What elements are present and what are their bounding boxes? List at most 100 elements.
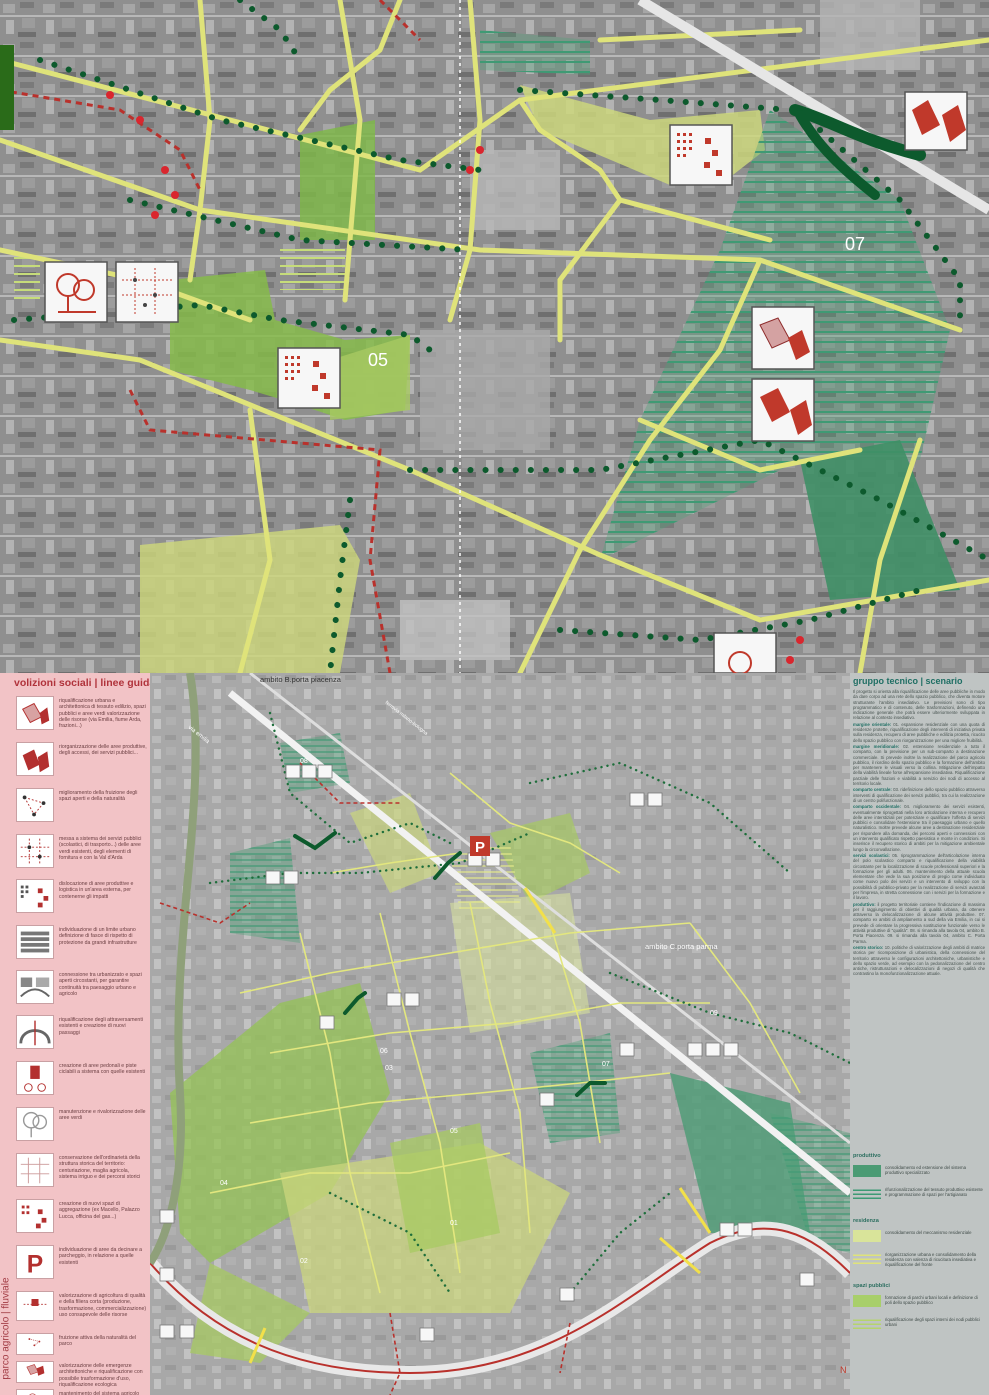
svg-text:P: P bbox=[27, 1251, 43, 1278]
legend-swatch-text: formazione di parchi urbani locali e def… bbox=[885, 1295, 978, 1306]
svg-text:P: P bbox=[475, 839, 485, 856]
legend-swatch bbox=[853, 1230, 881, 1242]
zone-label: 08 bbox=[300, 758, 308, 765]
agri-system-icon bbox=[16, 1389, 54, 1395]
pedestrian-cycle-icon bbox=[16, 1061, 54, 1095]
main-plan-map: P ambito B.porta piacenza ambito C.porta… bbox=[150, 673, 850, 1395]
scenario-legend-block: residenza consolidamento del meccanismo r… bbox=[853, 1218, 987, 1278]
legend-item-text: riqualificazione degli attraversamenti e… bbox=[59, 1017, 143, 1036]
map-icon-tree bbox=[713, 632, 777, 673]
zone-label: 05 bbox=[450, 1128, 458, 1135]
facade-panels-icon bbox=[16, 696, 54, 730]
scenario-legend-category: residenza bbox=[853, 1218, 879, 1224]
scenario-section: produttivo: il progetto territoriale con… bbox=[853, 902, 985, 944]
legend-swatch bbox=[853, 1187, 881, 1199]
scenario-section: margine orientale: 01. espansione reside… bbox=[853, 722, 985, 743]
network-nodes-icon bbox=[16, 788, 54, 822]
urban-rural-link-icon bbox=[16, 970, 54, 1004]
scenario-title: gruppo tecnico | scenario bbox=[853, 676, 963, 686]
map-icon-facade-panels bbox=[751, 306, 815, 370]
scenario-text: Il progetto si orienta alla riqualificaz… bbox=[853, 689, 985, 977]
heritage-architecture-icon bbox=[16, 1361, 54, 1383]
scenario-intro: Il progetto si orienta alla riqualificaz… bbox=[853, 689, 985, 721]
scenario-section: margine meridionale: 02. estensione resi… bbox=[853, 744, 985, 786]
legend-item-text: riorganizzazione delle aree produttive, … bbox=[59, 744, 147, 757]
zone-label: 04 bbox=[220, 1180, 228, 1187]
parking-marker: P bbox=[470, 836, 490, 856]
map-icon-hatched-panels bbox=[751, 378, 815, 442]
legend-item-text: messa a sistema dei servizi pubblici (sc… bbox=[59, 836, 142, 861]
scenario-section: comparto occidentale: 04. miglioramento … bbox=[853, 804, 985, 852]
legend-swatch-text: consolidamento del meccanismo residenzia… bbox=[885, 1230, 972, 1235]
legend-swatch-text: riqualificazione degli spazi interni dei… bbox=[885, 1317, 980, 1328]
scenario-section-text: 10. politiche di valorizzazione degli am… bbox=[853, 944, 985, 977]
legend-item-text: dislocazione di aree produttive e logist… bbox=[59, 881, 134, 900]
zone-label: 06 bbox=[380, 1048, 388, 1055]
scenario-legend-block: spazi pubblici formazione di parchi urban… bbox=[853, 1283, 987, 1343]
side-label: parco agricolo | fluviale bbox=[0, 1265, 14, 1395]
zone-label: 09 bbox=[710, 1010, 718, 1017]
underpass-arch-icon bbox=[16, 1015, 54, 1049]
zone-label: 03 bbox=[385, 1065, 393, 1072]
scenario-section-text: 03. ridefinizione dello spazio pubblico … bbox=[853, 787, 986, 803]
scenario-legend-category: produttivo bbox=[853, 1153, 881, 1159]
scenario-section: centro storico: 10. politiche di valoriz… bbox=[853, 945, 985, 977]
legend-swatch bbox=[853, 1252, 881, 1264]
scenario-panel: gruppo tecnico | scenario Il progetto si… bbox=[850, 673, 989, 1395]
top-aerial-map: 05 07 bbox=[0, 0, 989, 673]
scenario-section-title: centro storico: bbox=[853, 944, 884, 950]
legend-swatch bbox=[853, 1317, 881, 1329]
scenario-section: servizi scolastici: 05. riprogrammazione… bbox=[853, 853, 985, 901]
scenario-section-title: produttivo: bbox=[853, 901, 876, 907]
legend-item-text: manutenzione e rivalorizzazione delle ar… bbox=[59, 1109, 146, 1122]
legend-item-text: individuazione di un limite urbano defin… bbox=[59, 927, 137, 946]
map-icon-relocation bbox=[277, 347, 341, 409]
zone-label-07: 07 bbox=[845, 234, 865, 254]
legend-swatch-text: consolidamento ed estensione del sistema… bbox=[885, 1165, 966, 1176]
legend-swatch bbox=[853, 1295, 881, 1307]
label-ambito-b: ambito B.porta piacenza bbox=[260, 675, 342, 684]
legend-item-text: individuazione di aree da decinare a par… bbox=[59, 1247, 143, 1266]
legend-item-text: creazione di aree pedonali e piste cicla… bbox=[59, 1063, 145, 1076]
legend-item-text: valorizzazione di agricoltura di qualità… bbox=[59, 1293, 147, 1318]
relocation-squares-icon bbox=[16, 879, 54, 913]
zone-label: 07 bbox=[602, 1061, 610, 1068]
scenario-legend-block: produttivo consolidamento ed estensione d… bbox=[853, 1153, 987, 1213]
scenario-section-title: margine meridionale: bbox=[853, 743, 900, 749]
natural-river-icon bbox=[16, 1333, 54, 1355]
scenario-section-text: 04. miglioramento dei servizi esistenti,… bbox=[853, 804, 986, 852]
guidelines-legend: volizioni sociali | linee guida riqualif… bbox=[0, 673, 150, 1395]
zone-label: 01 bbox=[450, 1220, 458, 1227]
scenario-section-text: 01. espansione residenziale con una quot… bbox=[853, 721, 985, 743]
scenario-section-title: margine orientale: bbox=[853, 721, 892, 727]
rural-grid-icon bbox=[16, 1153, 54, 1187]
boundary-buffer-icon bbox=[16, 925, 54, 959]
hatched-panels-icon bbox=[16, 742, 54, 776]
meeting-places-icon bbox=[16, 1199, 54, 1233]
farm-chain-icon bbox=[16, 1291, 54, 1321]
scenario-section-text: 02. estensione residenziale a tutto il c… bbox=[853, 743, 985, 787]
legend-item-text: fruizione attiva della naturalità del pa… bbox=[59, 1335, 136, 1348]
scenario-legend-category: spazi pubblici bbox=[853, 1283, 890, 1289]
scenario-section-title: servizi scolastici: bbox=[853, 852, 890, 858]
legend-item-text: connessione tra urbanizzato e spazi aper… bbox=[59, 972, 142, 997]
zone-label: 02 bbox=[300, 1258, 308, 1265]
side-label-text: parco agricolo | fluviale bbox=[0, 1277, 12, 1380]
map-icon-hatched-panels bbox=[904, 91, 968, 151]
legend-title: volizioni sociali | linee guida bbox=[14, 677, 150, 689]
parking-icon: P bbox=[16, 1245, 54, 1279]
label-ambito-c: ambito C.porta parma bbox=[645, 942, 718, 951]
legend-item-text: creazione di nuovi spazi di aggregazione… bbox=[59, 1201, 140, 1220]
legend-item-text: riqualificazione urbana e architettonica… bbox=[59, 698, 146, 730]
scenario-section-title: comparto centrale: bbox=[853, 787, 892, 793]
map-icon-relocation bbox=[669, 124, 733, 186]
label-north: N bbox=[840, 1365, 847, 1375]
scenario-section: comparto centrale: 03. ridefinizione del… bbox=[853, 787, 985, 803]
map-icon-tree bbox=[44, 261, 108, 323]
legend-item-text: miglioramento della fruizione degli spaz… bbox=[59, 790, 138, 803]
legend-item-text: conservazione dell'ordinarietà della str… bbox=[59, 1155, 141, 1180]
map-icon-grid-network bbox=[115, 261, 179, 323]
legend-item-text: valorizzazione delle emergenze architett… bbox=[59, 1363, 143, 1388]
tree-icon bbox=[16, 1107, 54, 1141]
legend-item-text: mantenimento del sistema agricolo tradiz… bbox=[59, 1391, 140, 1395]
